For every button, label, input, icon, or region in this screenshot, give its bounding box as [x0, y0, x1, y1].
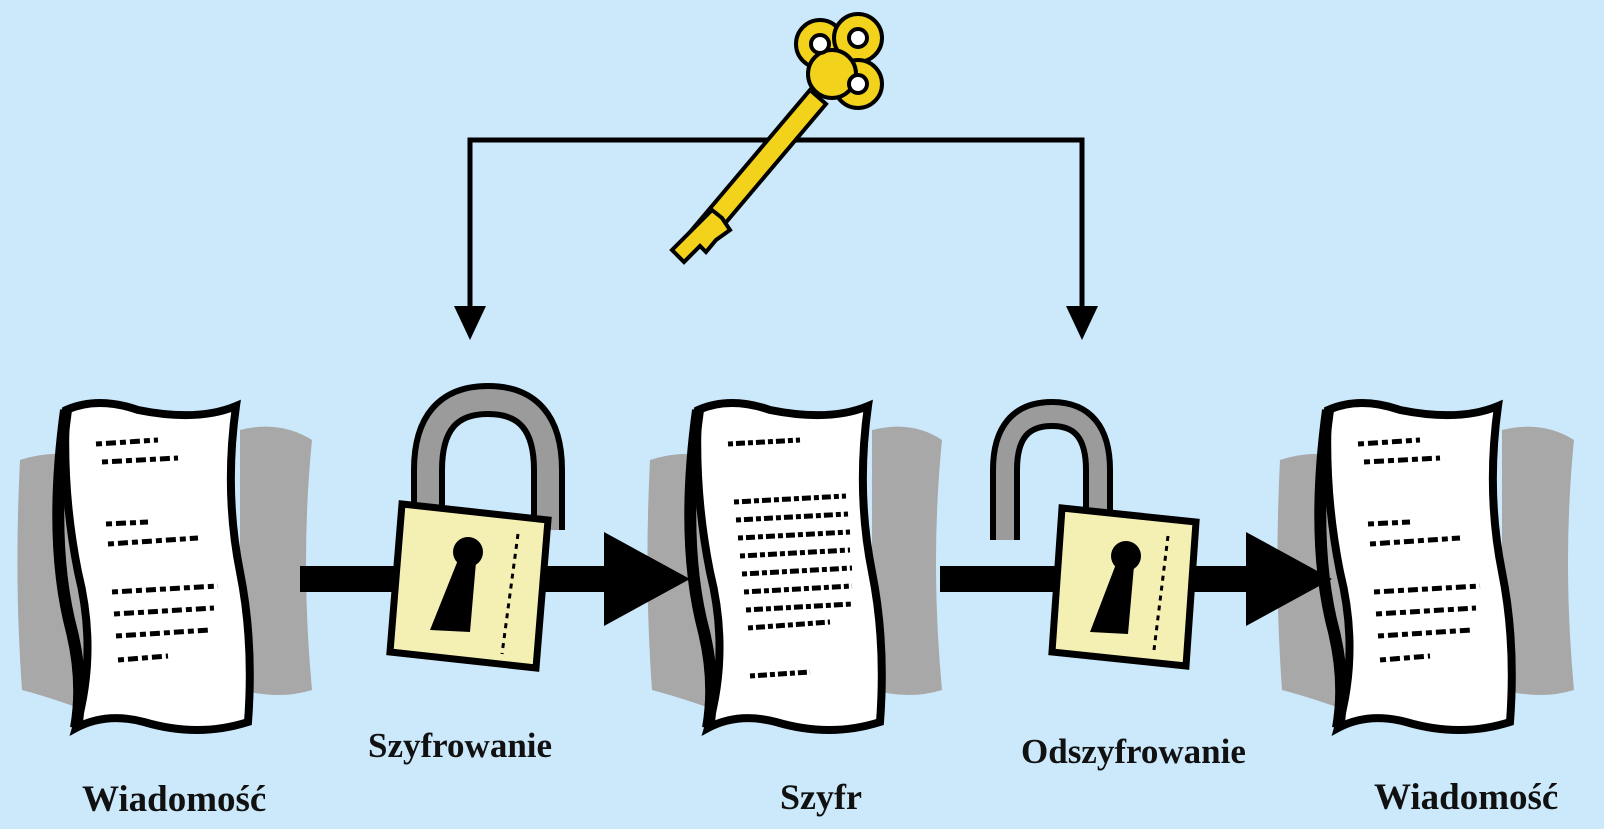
- document-icon: [690, 403, 882, 730]
- key-arrow-to-decryption: [1066, 306, 1098, 340]
- label-decryption: Odszyfrowanie: [1021, 732, 1246, 772]
- document-icon: [1320, 403, 1512, 730]
- label-ciphertext: Szyfr: [780, 776, 862, 818]
- key-arrow-to-encryption: [454, 306, 486, 340]
- label-message-plaintext: Wiadomość: [82, 778, 266, 821]
- padlock-closed-icon: [390, 400, 548, 668]
- document-icon: [58, 403, 250, 730]
- label-message-decrypted: Wiadomość: [1374, 776, 1558, 819]
- padlock-open-icon: [1005, 414, 1196, 666]
- key-branch-connector: [470, 140, 1082, 318]
- label-encryption: Szyfrowanie: [368, 726, 552, 766]
